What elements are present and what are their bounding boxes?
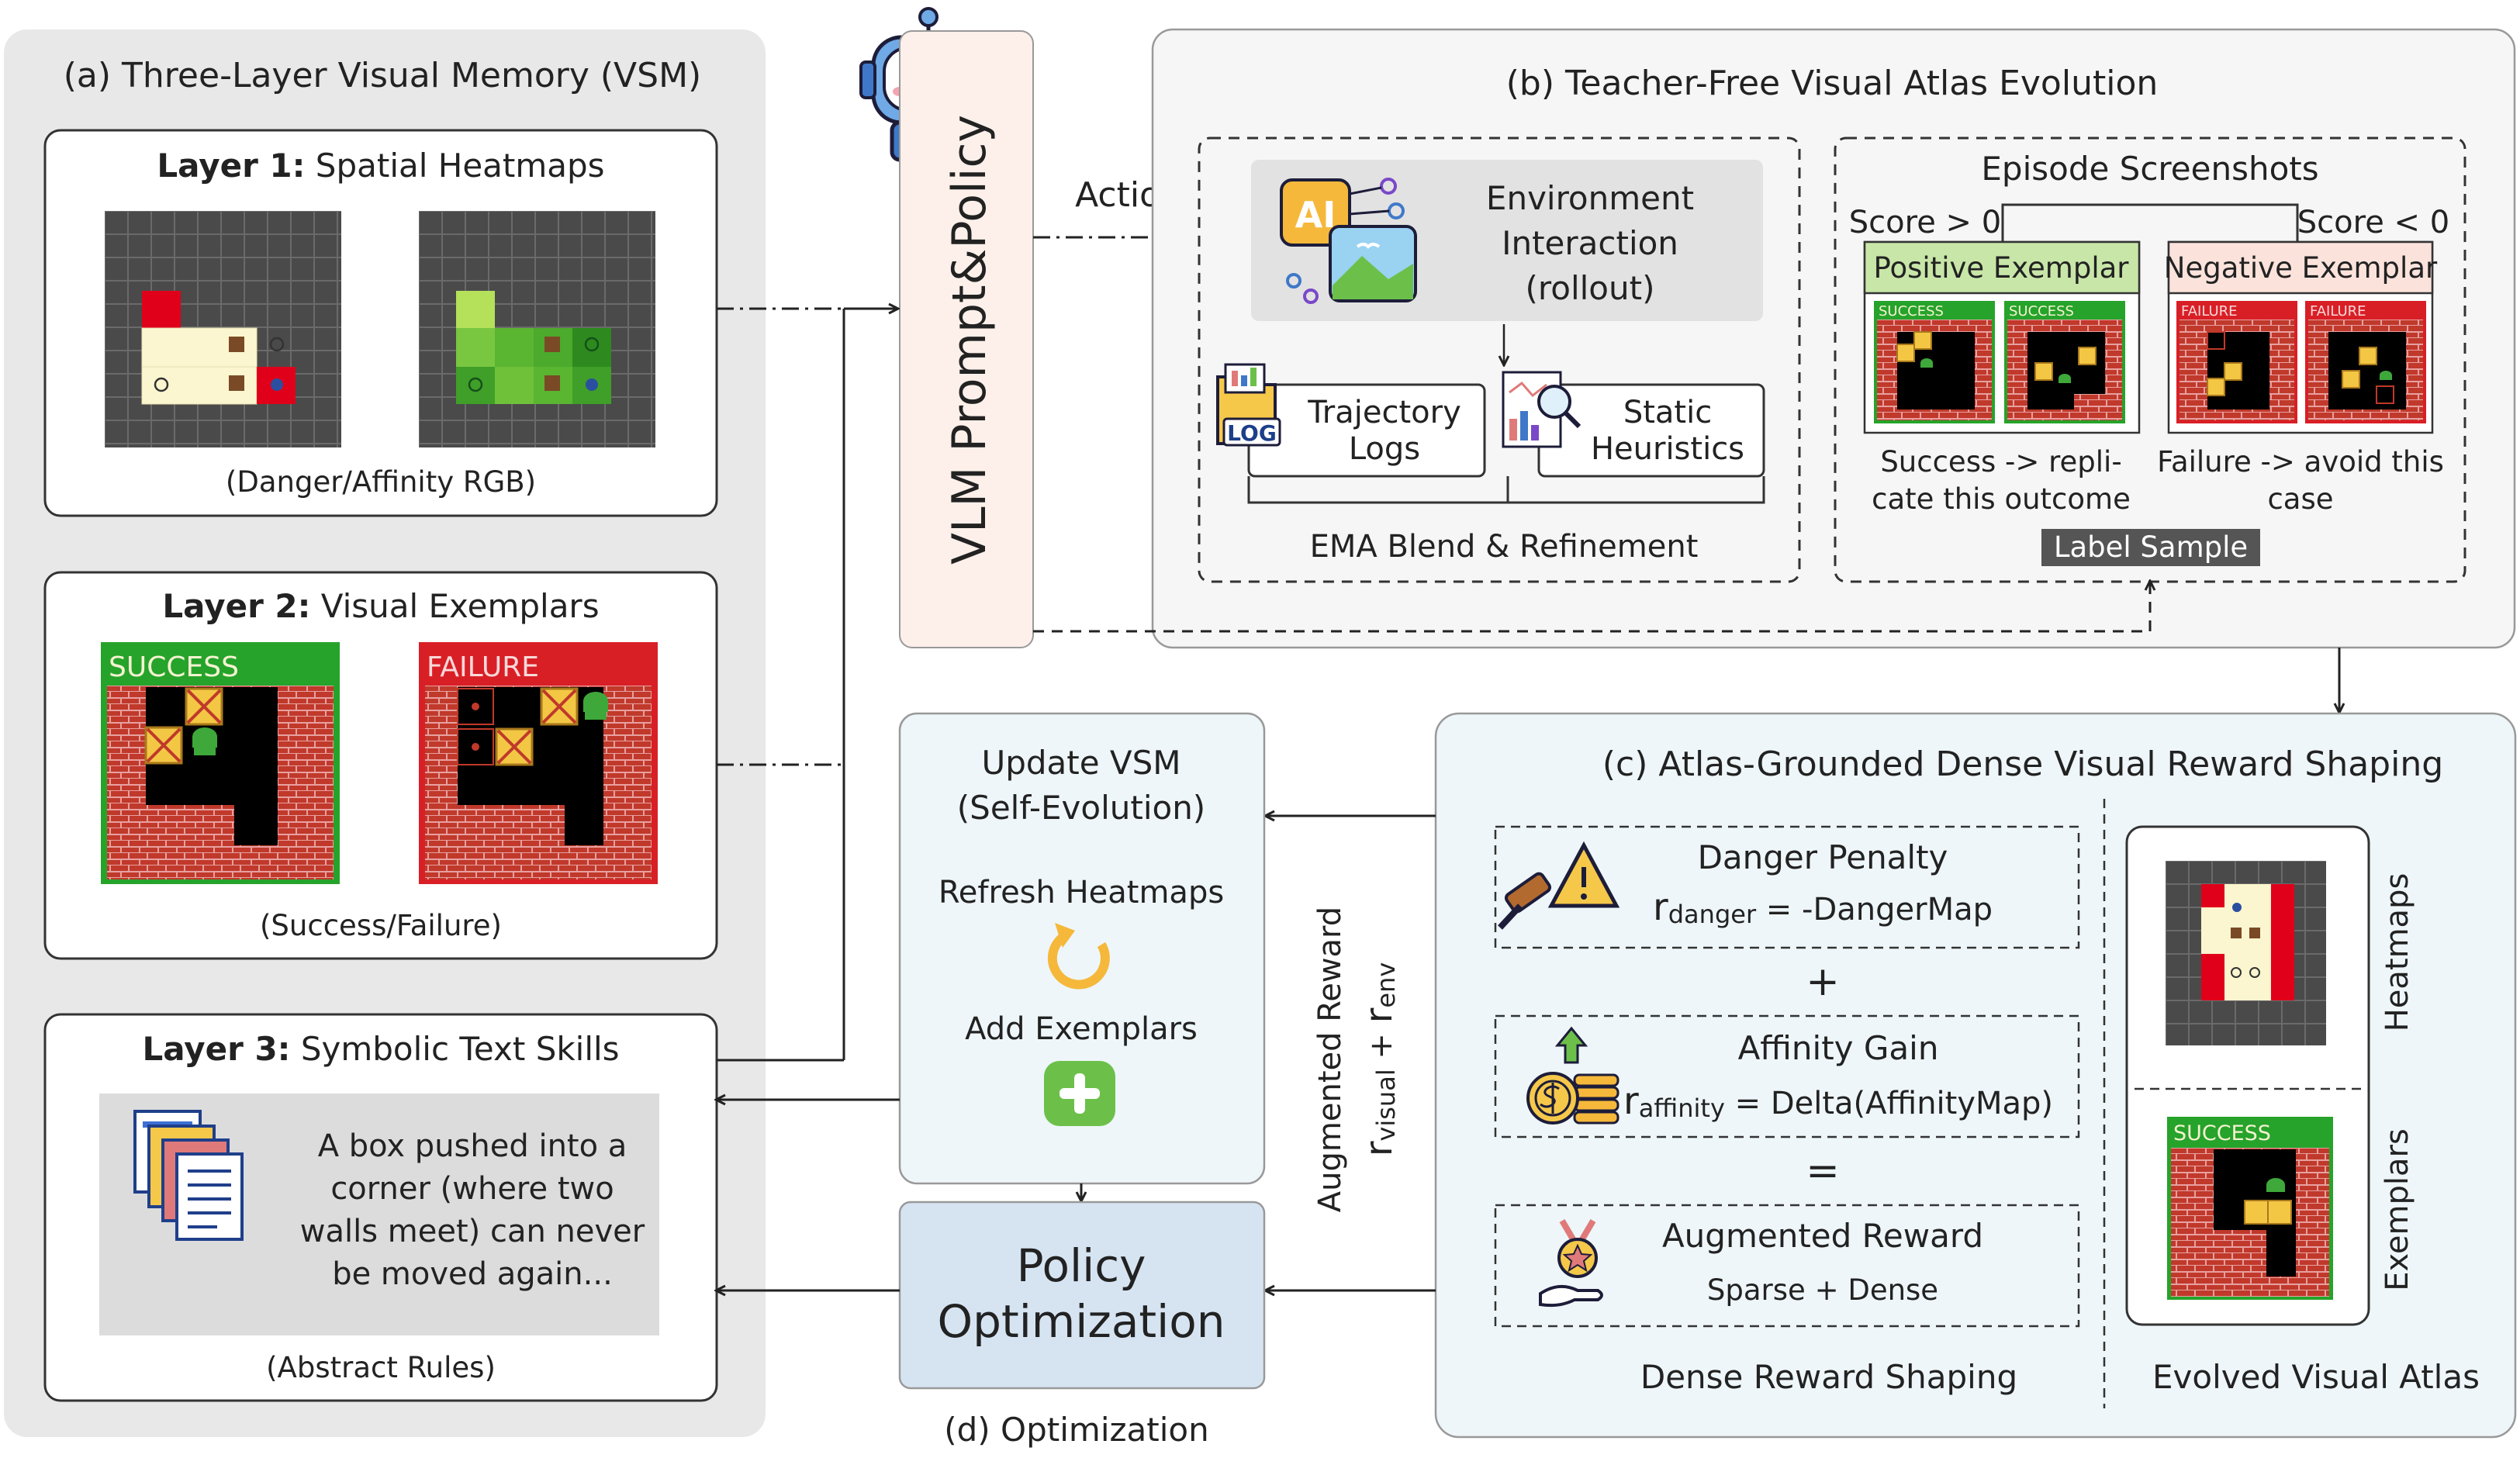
- failure-tag: FAILURE: [427, 651, 539, 683]
- add-icon: [1044, 1061, 1115, 1126]
- failure-note-line-1: Failure -> avoid this: [2157, 445, 2444, 479]
- atlas-exemplar: SUCCESS: [2167, 1117, 2333, 1300]
- update-line-1: Update VSM: [981, 744, 1180, 782]
- ema-label: EMA Blend & Refinement: [1310, 529, 1699, 565]
- positive-exemplar-label: Positive Exemplar: [1874, 251, 2130, 285]
- label-sample-badge: [2041, 529, 2260, 566]
- rule-line-1: A box pushed into a: [318, 1128, 627, 1164]
- positive-screenshot-1: SUCCESS: [1874, 301, 1995, 423]
- rule-line-3: walls meet) can never: [300, 1214, 645, 1249]
- layer3-caption: (Abstract Rules): [266, 1351, 496, 1384]
- ai-image-icon: AI: [1280, 178, 1417, 304]
- positive-screenshot-2: SUCCESS: [2004, 301, 2125, 423]
- layer2-heading: Layer 2: Visual Exemplars: [162, 587, 599, 625]
- positive-shot-2-tag: SUCCESS: [2009, 303, 2074, 320]
- layer1-caption: (Danger/Affinity RGB): [226, 465, 536, 499]
- negative-screenshot-2: FAILURE: [2305, 301, 2426, 423]
- environment-line-1: Environment: [1486, 179, 1694, 217]
- static-line-1: Static: [1623, 395, 1712, 430]
- vlm-to-label-sample-arrow: [1033, 582, 2150, 633]
- positive-shot-1-tag: SUCCESS: [1879, 303, 1944, 320]
- affinity-heatmap: [419, 211, 655, 447]
- update-line-2: (Self-Evolution): [957, 789, 1205, 827]
- policy-line-1: Policy: [1017, 1239, 1146, 1292]
- danger-title: Danger Penalty: [1698, 838, 1948, 876]
- environment-line-3: (rollout): [1526, 269, 1655, 307]
- positive-header: [1863, 240, 2141, 295]
- atlas-heatmap: [2166, 861, 2326, 1045]
- affinity-title: Affinity Gain: [1738, 1029, 1939, 1067]
- success-note-line-1: Success -> repli-: [1880, 445, 2121, 479]
- evolved-atlas-caption: Evolved Visual Atlas: [2152, 1358, 2480, 1396]
- policy-line-2: Optimization: [937, 1295, 1225, 1348]
- score-negative: Score < 0: [2297, 205, 2449, 240]
- atlas-success-tag: SUCCESS: [2173, 1121, 2271, 1145]
- plus-operator: +: [1806, 959, 1840, 1005]
- negative-shot-1-tag: FAILURE: [2181, 303, 2238, 320]
- negative-header: [2167, 240, 2434, 295]
- memory-to-vlm-connectors: [717, 309, 897, 1062]
- negative-screenshot-1: FAILURE: [2176, 301, 2297, 423]
- danger-formula: rdanger = -DangerMap: [1653, 886, 1993, 929]
- ai-badge: AI: [1295, 194, 1336, 236]
- atlas-exemplars-label: Exemplars: [2380, 1128, 2415, 1291]
- augmented-reward-formula: rvisual + renv: [1357, 962, 1401, 1157]
- refresh-heatmaps: Refresh Heatmaps: [939, 875, 1224, 910]
- trajectory-line-1: Trajectory: [1307, 395, 1461, 430]
- panel-d-caption: (d) Optimization: [944, 1411, 1208, 1449]
- score-branch: [2001, 203, 2299, 242]
- danger-heatmap: [105, 211, 341, 447]
- augmented-reward-box: [1494, 1204, 2080, 1328]
- policy-optimization-box: [898, 1201, 1266, 1390]
- success-note-line-2: cate this outcome: [1872, 482, 2131, 516]
- label-sample-text: Label Sample: [2054, 530, 2248, 564]
- danger-penalty-box: [1494, 825, 2080, 949]
- panel-a-title: (a) Three-Layer Visual Memory (VSM): [64, 56, 701, 95]
- coin-growth-icon: [1526, 1026, 1620, 1125]
- dense-shaping-caption: Dense Reward Shaping: [1640, 1358, 2017, 1396]
- layer3-heading: Layer 3: Symbolic Text Skills: [142, 1030, 619, 1068]
- success-tag: SUCCESS: [109, 651, 239, 683]
- affinity-formula: raffinity = Delta(AffinityMap): [1623, 1080, 2053, 1123]
- augmented-title: Augmented Reward: [1662, 1217, 1983, 1255]
- analytics-search-icon: [1502, 371, 1581, 448]
- episode-title: Episode Screenshots: [1981, 150, 2318, 188]
- success-exemplar-thumb: SUCCESS: [101, 642, 340, 884]
- documents-icon: [133, 1110, 244, 1241]
- negative-exemplar-label: Negative Exemplar: [2164, 251, 2438, 285]
- failure-exemplar-thumb: FAILURE: [419, 642, 658, 884]
- augmented-subtitle: Sparse + Dense: [1707, 1273, 1938, 1307]
- ema-merge-bracket: [1247, 476, 1765, 504]
- augmented-reward-label: Augmented Reward: [1312, 907, 1348, 1212]
- panel-c-title: (c) Atlas-Grounded Dense Visual Reward S…: [1602, 745, 2443, 784]
- environment-line-2: Interaction: [1502, 224, 1678, 262]
- medal-hand-icon: [1539, 1218, 1603, 1308]
- panel-b-title: (b) Teacher-Free Visual Atlas Evolution: [1506, 64, 2159, 103]
- rollout-group: [1198, 136, 1801, 583]
- log-badge: LOG: [1227, 420, 1277, 446]
- failure-note-line-2: case: [2267, 482, 2333, 516]
- score-positive: Score > 0: [1849, 205, 2001, 240]
- vlm-label: VLM Prompt&Policy: [942, 115, 997, 565]
- log-folder-icon: LOG: [1216, 363, 1281, 447]
- static-line-2: Heuristics: [1591, 431, 1744, 467]
- trajectory-line-2: Logs: [1349, 431, 1420, 467]
- refresh-icon: [1047, 923, 1110, 990]
- equals-operator: =: [1806, 1148, 1840, 1194]
- layer2-caption: (Success/Failure): [260, 909, 502, 942]
- warning-gavel-icon: [1498, 841, 1620, 930]
- layer1-heading: Layer 1: Spatial Heatmaps: [157, 147, 604, 185]
- affinity-gain-box: [1494, 1014, 2080, 1138]
- rule-line-2: corner (where two: [330, 1171, 614, 1207]
- rule-line-4: be moved again...: [332, 1256, 613, 1292]
- add-exemplars: Add Exemplars: [965, 1011, 1198, 1047]
- negative-shot-2-tag: FAILURE: [2310, 303, 2366, 320]
- atlas-heatmaps-label: Heatmaps: [2380, 873, 2415, 1032]
- vlm-policy-box: [899, 30, 1034, 648]
